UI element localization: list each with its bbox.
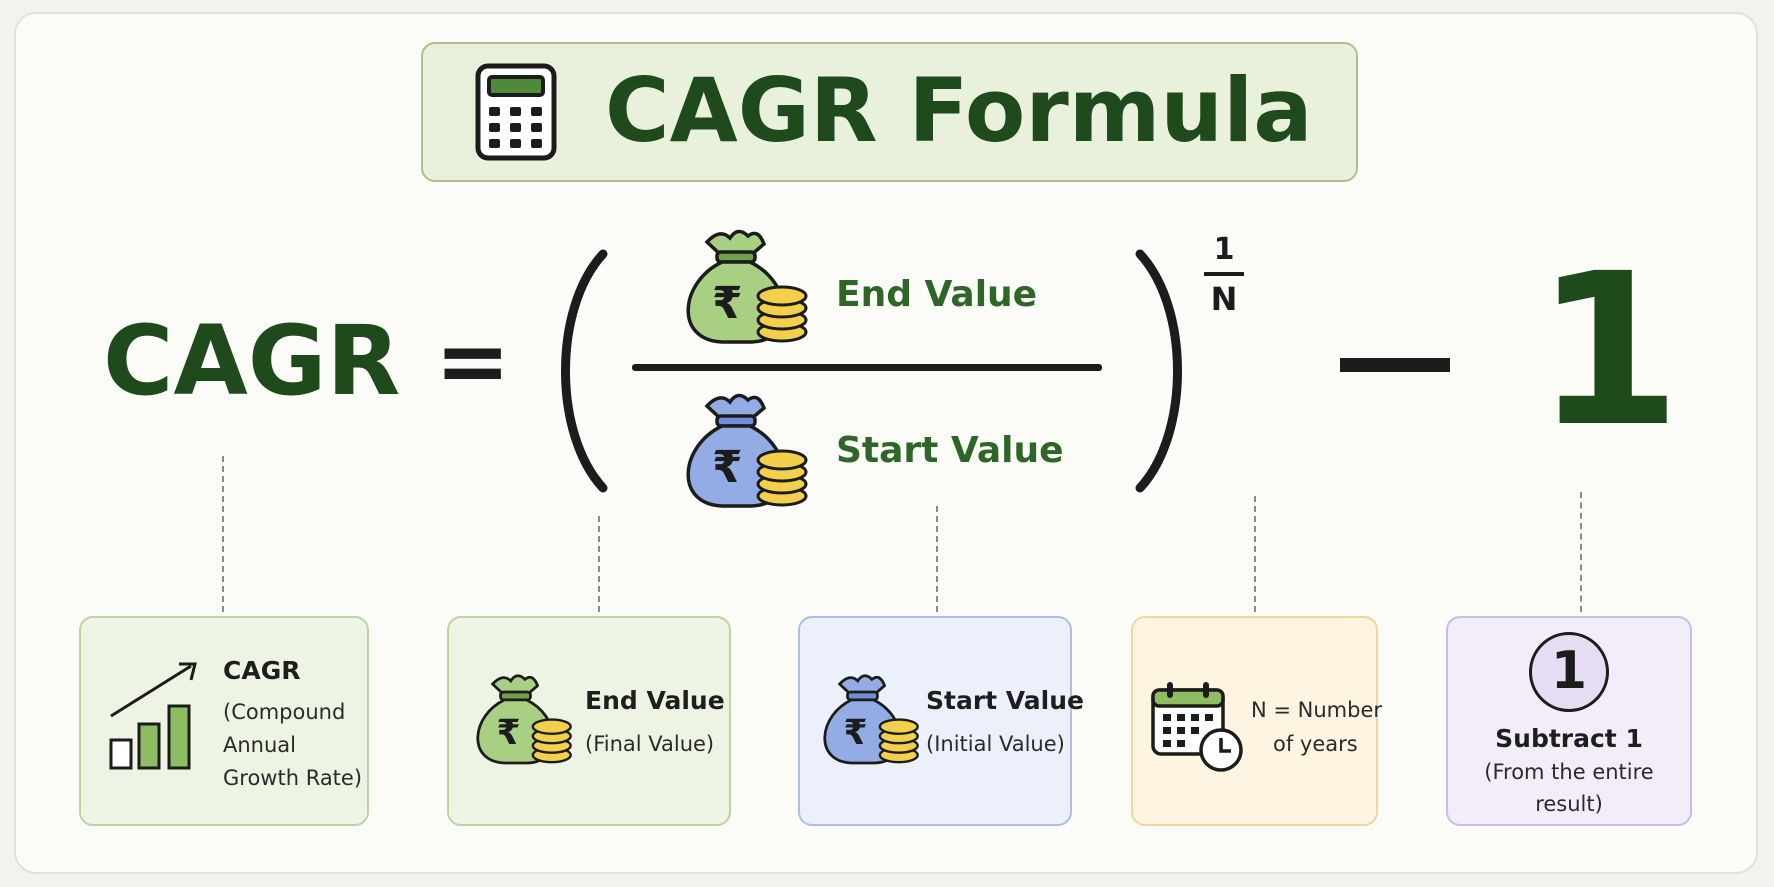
card-start-value-line-1: (Initial Value) [926,732,1065,756]
calculator-icon [475,63,557,161]
card-subtract-title: Subtract 1 [1495,724,1643,753]
growth-chart-icon [109,662,197,770]
money-bag-icon: ₹ [823,674,919,765]
fraction-bar [632,364,1102,371]
connector-cagr [222,456,224,612]
title-banner [421,42,1358,182]
card-cagr-title: CAGR [223,656,301,685]
card-end-value-title: End Value [585,686,725,715]
card-n-line-2: of years [1273,732,1358,756]
connector-end-value [598,516,600,612]
rupee-symbol: ₹ [712,442,743,493]
card-cagr-line-1: (Compound [223,700,346,724]
numerator-label: End Value [836,274,1038,315]
minus-sign [1340,358,1450,372]
exponent-denominator: N [1210,280,1238,318]
calendar-clock-icon [1151,682,1243,772]
money-bag-icon: ₹ [686,393,808,508]
exponent-bar [1204,272,1244,276]
step-badge: 1 [1529,632,1609,712]
connector-subtract [1580,492,1582,612]
card-start-value: ₹ Start Value (Initial Value) [798,616,1084,826]
constant-one: 1 [1535,228,1682,473]
denominator-label: Start Value [836,430,1064,471]
rupee-symbol: ₹ [844,713,868,753]
coins-icon [756,285,808,343]
card-subtract-line-2: result) [1535,792,1603,816]
coins-icon [531,718,572,764]
money-bag-icon: ₹ [476,674,572,765]
right-parenthesis [1135,249,1182,493]
card-cagr-line-3: Growth Rate) [223,766,363,790]
page-title: CAGR Formula [605,59,1313,162]
card-cagr: CAGR (Compound Annual Growth Rate) [79,616,369,826]
card-end-value: ₹ End Value (Final Value) [447,616,731,826]
exponent-numerator: 1 [1213,232,1235,267]
connector-start-value [936,506,938,612]
formula-lhs: CAGR [103,305,401,417]
rupee-symbol: ₹ [712,278,743,329]
card-subtract-one: 1 Subtract 1 (From the entire result) [1446,616,1692,826]
card-cagr-line-2: Annual [223,733,296,757]
card-start-value-title: Start Value [926,686,1084,715]
coins-icon [878,718,919,764]
coins-icon [756,449,808,507]
connector-n [1254,496,1256,612]
card-number-of-years: N = Number of years [1131,616,1382,826]
equals-sign: = [435,309,511,414]
left-parenthesis [561,249,608,493]
rupee-symbol: ₹ [497,713,521,753]
money-bag-icon: ₹ [686,229,808,344]
card-end-value-line-1: (Final Value) [585,732,715,756]
card-n-line-1: N = Number [1251,698,1383,722]
card-subtract-line-1: (From the entire [1484,760,1654,784]
